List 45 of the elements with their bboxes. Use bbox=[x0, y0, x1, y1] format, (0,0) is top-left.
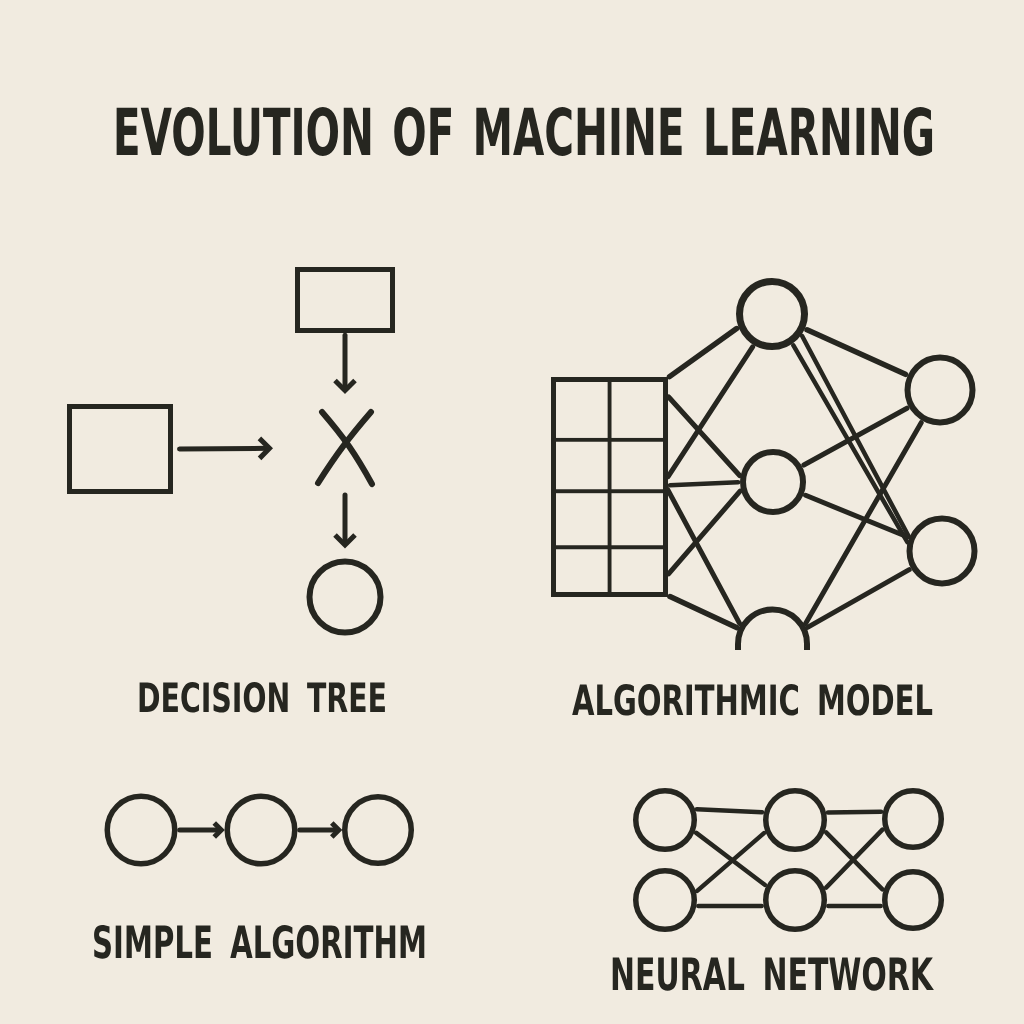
circle-node bbox=[763, 868, 827, 932]
circle-node bbox=[763, 788, 827, 852]
circle-node bbox=[633, 868, 697, 932]
connector-line bbox=[666, 325, 740, 380]
process-box bbox=[67, 404, 173, 494]
circle-node bbox=[882, 788, 944, 850]
connector-line bbox=[666, 394, 743, 479]
circle-node bbox=[104, 793, 178, 867]
arrow bbox=[333, 332, 357, 394]
circle-node bbox=[306, 558, 384, 636]
connector-line bbox=[805, 567, 912, 630]
connector-line bbox=[665, 344, 756, 480]
connector-line bbox=[667, 480, 741, 488]
circle-node bbox=[342, 794, 414, 866]
section-label: NEURAL NETWORK bbox=[612, 957, 934, 991]
connector-line bbox=[696, 903, 764, 909]
arrow bbox=[177, 821, 225, 839]
connector-line bbox=[804, 327, 909, 378]
section-label: ALGORITHMIC MODEL bbox=[572, 684, 933, 716]
arrow bbox=[177, 436, 273, 461]
arrow bbox=[333, 492, 357, 549]
connector-line bbox=[825, 809, 884, 815]
circle-node bbox=[633, 788, 697, 852]
circle-node bbox=[882, 869, 944, 931]
connector-line bbox=[803, 492, 910, 540]
connector-line bbox=[801, 405, 910, 468]
section-label: DECISION TREE bbox=[139, 682, 385, 713]
circle-node bbox=[906, 515, 978, 587]
process-box bbox=[295, 267, 395, 333]
connector-line bbox=[826, 903, 883, 909]
connector-line bbox=[694, 807, 765, 815]
arrow bbox=[297, 821, 343, 839]
title: EVOLUTION OF MACHINE LEARNING bbox=[116, 107, 933, 156]
circle-node bbox=[224, 793, 298, 867]
connector-line bbox=[803, 420, 924, 626]
circle-node bbox=[740, 449, 806, 515]
circle-node bbox=[904, 354, 976, 426]
connector-line bbox=[666, 488, 743, 577]
arc-node bbox=[735, 606, 810, 650]
circle-node bbox=[736, 278, 808, 350]
connector-line bbox=[665, 487, 743, 626]
grid-table bbox=[551, 377, 668, 597]
connector-line bbox=[667, 593, 740, 631]
section-label: SIMPLE ALGORITHM bbox=[94, 925, 425, 959]
cross-mark bbox=[315, 409, 375, 487]
